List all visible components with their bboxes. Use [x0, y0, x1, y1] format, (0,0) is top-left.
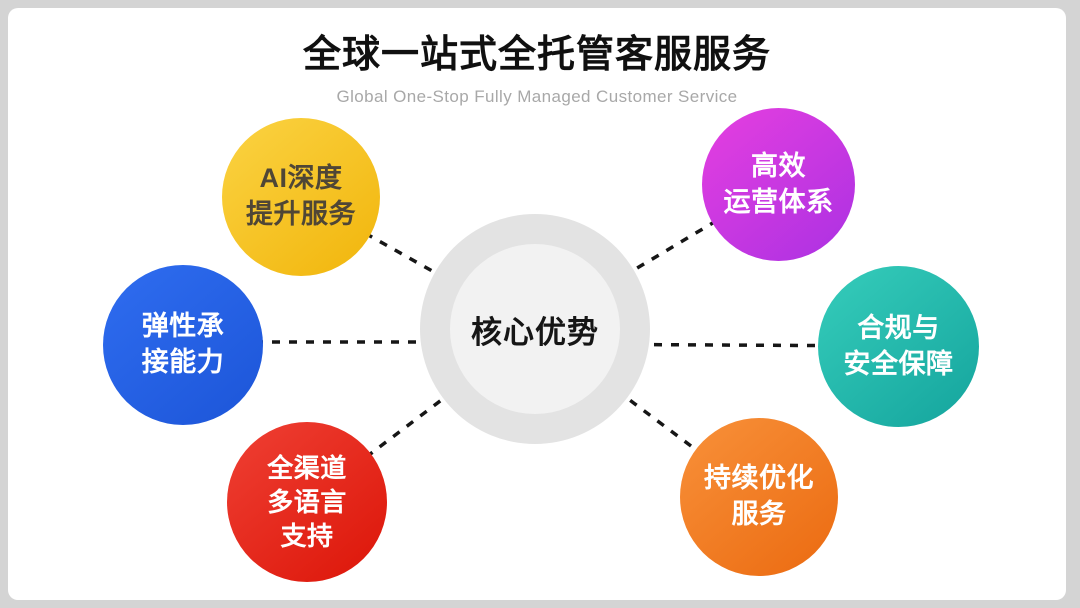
circle-text-line: 支持 — [280, 521, 334, 552]
header: 全球一站式全托管客服服务 Global One-Stop Fully Manag… — [8, 8, 1066, 107]
center-circle-label: 核心优势 — [471, 314, 599, 350]
circle-elastic-capacity: 弹性承 接能力 — [103, 265, 263, 425]
circle-text-line: 多语言 — [267, 486, 347, 517]
page-subtitle: Global One-Stop Fully Managed Customer S… — [336, 86, 738, 106]
center-circle: 核心优势 — [420, 214, 650, 444]
circle-omnichannel-support: 全渠道 多语言 支持 — [227, 422, 387, 582]
circle-text-line: 接能力 — [141, 347, 225, 377]
circle-text-line: 全渠道 — [267, 452, 347, 483]
circle-text-line: 持续优化 — [704, 463, 814, 494]
circle-text-line: 弹性承 — [141, 311, 225, 342]
circle-ai-deep-service: AI深度 提升服务 — [222, 118, 380, 276]
circle-text-line: 高效 — [751, 150, 806, 181]
circle-efficient-operations: 高效 运营体系 — [702, 108, 855, 261]
circle-text-line: 合规与 — [857, 312, 940, 343]
circle-text-line: AI深度 — [259, 163, 343, 194]
circle-text-line: 服务 — [731, 499, 787, 529]
slide-card: 全球一站式全托管客服服务 Global One-Stop Fully Manag… — [8, 8, 1066, 600]
center-circle-inner: 核心优势 — [450, 244, 620, 414]
circle-text-line: 提升服务 — [246, 199, 356, 229]
connector-efficient-operations — [534, 182, 779, 331]
circle-continuous-optimization: 持续优化 服务 — [680, 418, 838, 576]
page-title: 全球一站式全托管客服服务 — [302, 34, 771, 76]
connector-continuous-optimization — [533, 327, 761, 499]
circle-compliance-security: 合规与 安全保障 — [818, 266, 979, 427]
circle-text-line: 运营体系 — [723, 186, 834, 217]
circle-text-line: 安全保障 — [843, 348, 954, 379]
